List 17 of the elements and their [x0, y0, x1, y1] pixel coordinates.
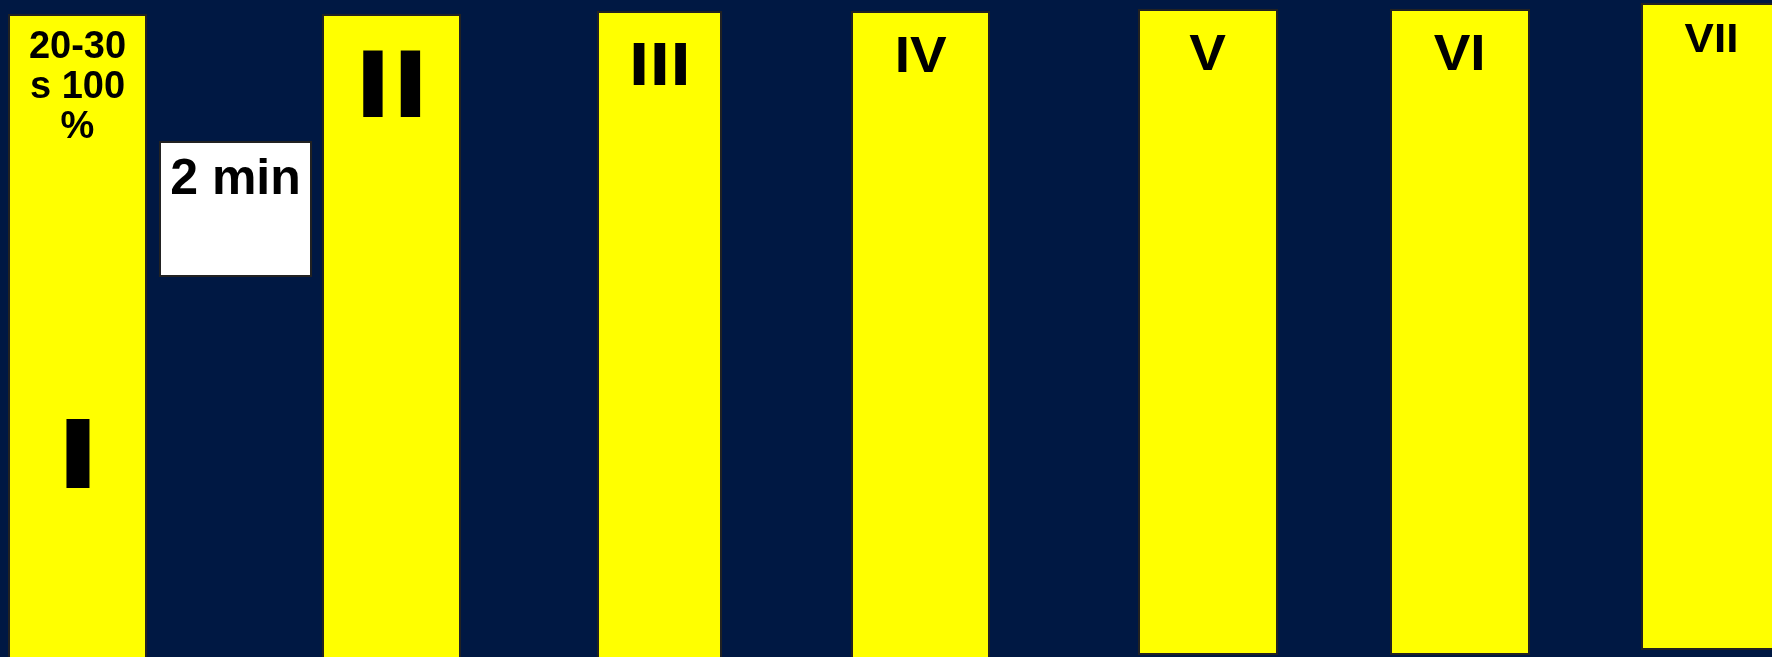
column-bar — [1390, 9, 1530, 655]
column-heading: 20-30 s 100 % — [27, 26, 128, 146]
column-heading: VII — [1683, 17, 1739, 59]
column-heading: 2 min — [169, 151, 302, 204]
column-bar — [8, 14, 147, 657]
column-heading: VI — [1433, 27, 1487, 80]
column-heading: II — [353, 34, 430, 135]
label-box — [159, 141, 312, 277]
column-heading: III — [627, 31, 692, 97]
column-bar — [1641, 3, 1772, 650]
column-bar — [597, 11, 722, 657]
column-heading: V — [1188, 27, 1228, 80]
column-bar — [851, 11, 990, 657]
column-numeral: I — [54, 401, 101, 506]
column-bar — [322, 14, 461, 657]
column-bar — [1138, 9, 1278, 655]
column-heading: IV — [893, 29, 948, 82]
